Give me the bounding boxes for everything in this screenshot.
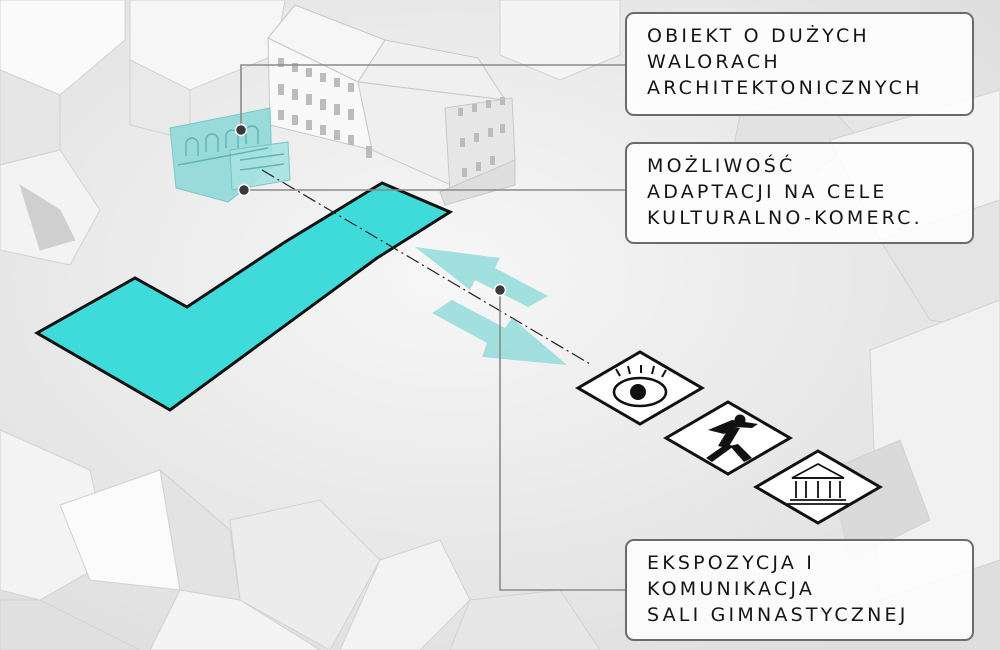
callout-line: EKSPOZYCJA I [647,552,816,574]
site-l-shape [33,181,454,412]
leader-lines [240,64,625,591]
callout-line: WALORACH [647,51,781,73]
arrow-to-building [415,247,548,307]
callout-line: ARCHITEKTONICZNYCH [647,77,923,99]
callout-exposition: EKSPOZYCJA I KOMUNIKACJA SALI GIMNASTYCZ… [625,539,974,641]
running-person-icon [663,400,793,476]
museum-icon [753,449,883,525]
leader-dots [234,123,507,297]
callout-line: ADAPTACJI NA CELE [647,181,888,203]
callout-architectural-value: OBIEKT O DUŻYCH WALORACH ARCHITEKTONICZN… [625,12,974,116]
callout-line: SALI GIMNASTYCZNEJ [647,604,909,626]
callout-line: KOMUNIKACJA [647,578,816,600]
eye-icon [575,350,705,426]
axis-line [261,169,591,365]
callout-line: KULTURALNO-KOMERC. [647,207,923,229]
activity-icons [575,350,883,525]
callout-line: MOŻLIWOŚĆ [647,155,796,177]
building-windows [278,58,505,177]
callout-adaptation: MOŻLIWOŚĆ ADAPTACJI NA CELE KULTURALNO-K… [625,142,974,244]
callout-line: OBIEKT O DUŻYCH [647,25,870,47]
